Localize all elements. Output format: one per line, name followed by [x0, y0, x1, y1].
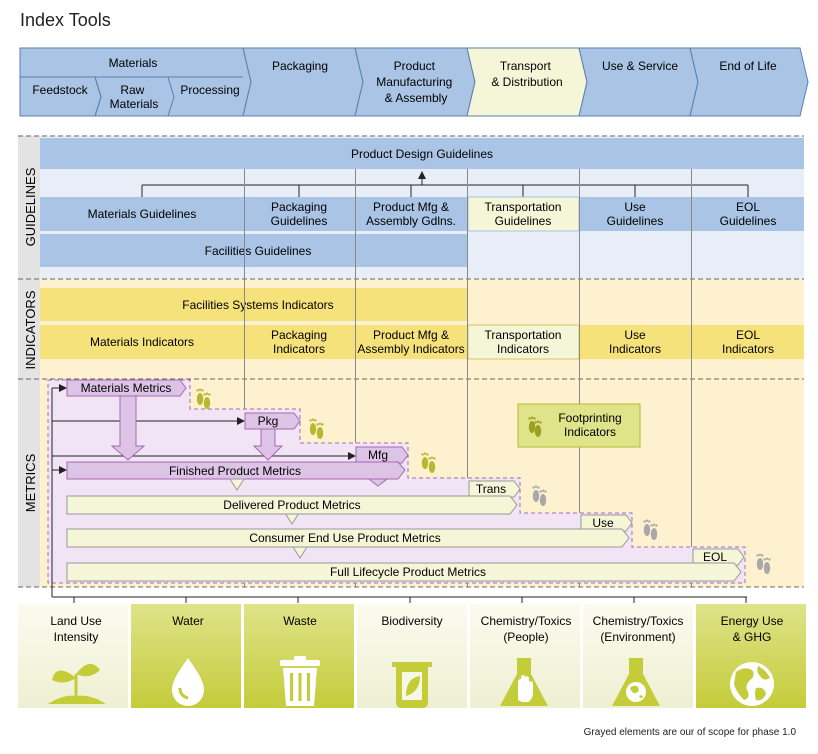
indicators-section: Facilities Systems Indicators Materials …: [40, 288, 804, 360]
flask-hand-icon: [500, 658, 548, 706]
impact-label-chemistry-environment: Chemistry/Toxics(Environment): [593, 614, 684, 644]
globe-icon: [730, 662, 774, 706]
stage-product-mfg: Product Manufacturing & Assembly: [376, 59, 455, 105]
impact-label-water: Water: [172, 614, 204, 628]
impact-tile: [18, 604, 128, 708]
flask-globe-icon: [612, 658, 660, 706]
materials-metrics: Materials Metrics: [81, 381, 172, 395]
full-lifecycle-product-metrics: Full Lifecycle Product Metrics: [330, 565, 486, 579]
page-title: Index Tools: [20, 10, 111, 30]
impact-label-energy-ghg: Energy Use& GHG: [721, 614, 784, 644]
metrics-section: Materials Metrics Pkg Mfg Finished Produ…: [47, 379, 771, 584]
facilities-systems-indicators: Facilities Systems Indicators: [182, 298, 333, 312]
facilities-guidelines-box: [40, 234, 467, 267]
stage-feedstock: Feedstock: [32, 83, 88, 97]
facilities-guidelines: Facilities Guidelines: [205, 244, 312, 258]
product-design-guidelines: Product Design Guidelines: [351, 147, 493, 161]
mfg-metrics: Mfg: [368, 448, 388, 462]
trans-metrics: Trans: [476, 482, 506, 496]
materials-guidelines: Materials Guidelines: [88, 207, 197, 221]
section-metrics: METRICS: [23, 453, 38, 512]
stage-packaging: Packaging: [272, 59, 328, 73]
delivered-product-metrics: Delivered Product Metrics: [223, 498, 360, 512]
guidelines-section: Product Design Guidelines Materials Guid…: [40, 138, 804, 267]
stage-end-of-life: End of Life: [719, 59, 777, 73]
plant-icon: [48, 663, 106, 704]
mfg-indicators: Product Mfg &Assembly Indicators: [357, 328, 464, 356]
eol-metrics: EOL: [703, 550, 727, 564]
stage-materials: Materials: [109, 56, 158, 70]
stage-use-service: Use & Service: [602, 59, 678, 73]
section-indicators: INDICATORS: [23, 290, 38, 369]
value-chain-band: Materials Feedstock Raw Materials Proces…: [19, 47, 809, 117]
stage-processing: Processing: [180, 83, 239, 97]
scope-note: Grayed elements are our of scope for pha…: [583, 727, 796, 738]
facilities-systems-indicators-box: [40, 288, 467, 321]
mfg-guidelines: Product Mfg &Assembly Gdlns.: [366, 200, 456, 228]
product-design-guidelines-box: [40, 138, 804, 169]
materials-indicators: Materials Indicators: [90, 335, 194, 349]
section-guidelines: GUIDELINES: [23, 167, 38, 246]
stage-raw-materials: Raw Materials: [110, 83, 159, 111]
section-label-strip: [18, 136, 40, 587]
trash-can-icon: [280, 656, 320, 706]
finished-product-metrics: Finished Product Metrics: [169, 464, 301, 478]
impact-label-biodiversity: Biodiversity: [381, 614, 442, 628]
impact-label-waste: Waste: [283, 614, 317, 628]
water-drop-icon: [172, 658, 204, 706]
leaf-jar-icon: [392, 662, 432, 708]
stage-transport: Transport & Distribution: [491, 59, 562, 89]
use-metrics: Use: [592, 516, 614, 530]
consumer-end-use-product-metrics: Consumer End Use Product Metrics: [249, 531, 440, 545]
pkg-metrics: Pkg: [258, 414, 279, 428]
impact-label-chemistry-people: Chemistry/Toxics(People): [481, 614, 572, 644]
